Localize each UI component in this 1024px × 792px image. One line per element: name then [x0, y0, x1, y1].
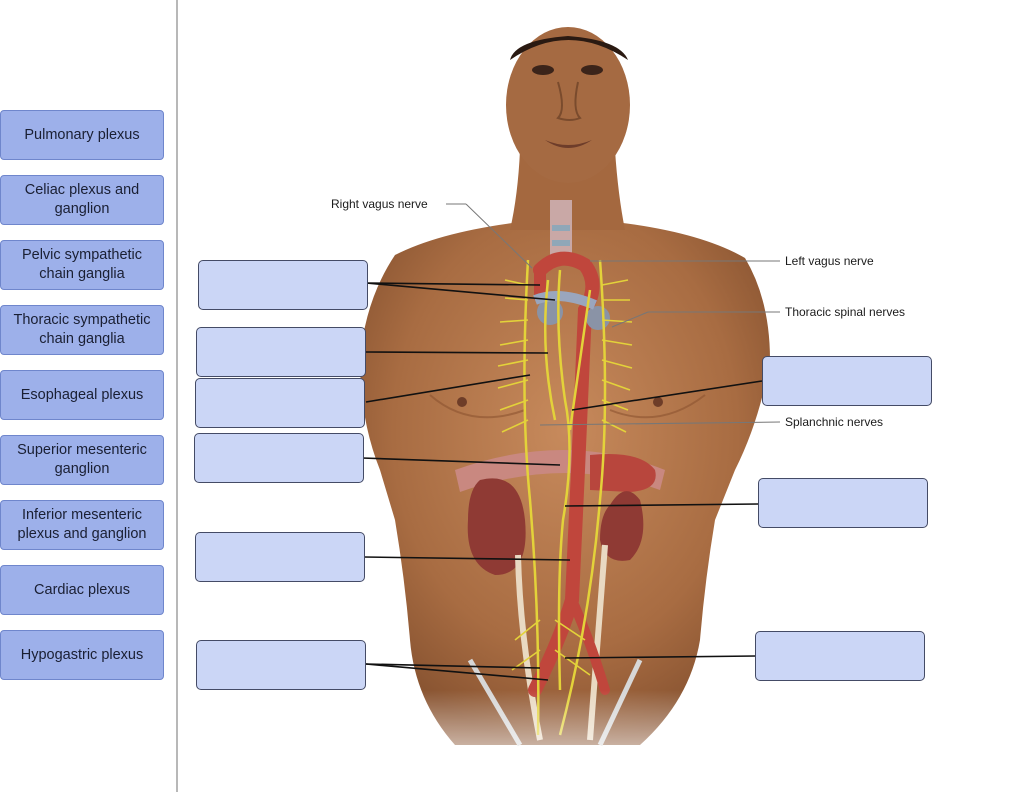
- chip-hypogastric-plexus[interactable]: Hypogastric plexus: [0, 630, 164, 680]
- hair: [510, 36, 628, 60]
- drop-zone-2[interactable]: [196, 327, 366, 377]
- drop-zone-6[interactable]: [196, 640, 366, 690]
- drop-zone-9[interactable]: [755, 631, 925, 681]
- chip-inferior-mesenteric-plexus[interactable]: Inferior mesenteric plexus and ganglion: [0, 500, 164, 550]
- torso-illustration: [350, 27, 790, 792]
- chip-pulmonary-plexus[interactable]: Pulmonary plexus: [0, 110, 164, 160]
- leader-lines: [361, 282, 763, 681]
- chip-superior-mesenteric-ganglion[interactable]: Superior mesenteric ganglion: [0, 435, 164, 485]
- nose: [556, 81, 582, 121]
- aorta: [528, 251, 600, 697]
- nerve-network: [523, 259, 607, 736]
- label-splanchnic-nerves: Splanchnic nerves: [785, 415, 884, 429]
- chip-thoracic-sympathetic-chain[interactable]: Thoracic sympathetic chain ganglia: [0, 305, 164, 355]
- drop-zone-1[interactable]: [198, 260, 368, 310]
- left-eye: [581, 65, 603, 75]
- drop-zone-8[interactable]: [758, 478, 928, 528]
- left-nipple: [653, 397, 663, 407]
- drop-zone-5[interactable]: [195, 532, 365, 582]
- label-left-vagus-nerve: Left vagus nerve: [785, 254, 874, 268]
- printed-label-lines: [446, 203, 781, 426]
- chip-cardiac-plexus[interactable]: Cardiac plexus: [0, 565, 164, 615]
- label-right-vagus-nerve: Right vagus nerve: [331, 197, 428, 211]
- drop-zone-3[interactable]: [195, 378, 365, 428]
- right-eye: [532, 65, 554, 75]
- left-kidney: [600, 491, 644, 561]
- label-thoracic-spinal-nerves: Thoracic spinal nerves: [785, 305, 906, 319]
- bronchus-left: [586, 306, 610, 330]
- right-kidney: [467, 478, 526, 575]
- right-nipple: [457, 397, 467, 407]
- stomach: [590, 454, 656, 492]
- chip-esophageal-plexus[interactable]: Esophageal plexus: [0, 370, 164, 420]
- chip-pelvic-sympathetic-chain[interactable]: Pelvic sympathetic chain ganglia: [0, 240, 164, 290]
- bronchus-right: [537, 299, 563, 325]
- word-bank-panel: Pulmonary plexus Celiac plexus and gangl…: [0, 0, 178, 792]
- mouth: [545, 140, 592, 148]
- drop-zone-4[interactable]: [194, 433, 364, 483]
- drop-zone-7[interactable]: [762, 356, 932, 406]
- anatomy-figure: Right vagus nerve Left vagus nerve Thora…: [180, 0, 1024, 792]
- chip-celiac-plexus[interactable]: Celiac plexus and ganglion: [0, 175, 164, 225]
